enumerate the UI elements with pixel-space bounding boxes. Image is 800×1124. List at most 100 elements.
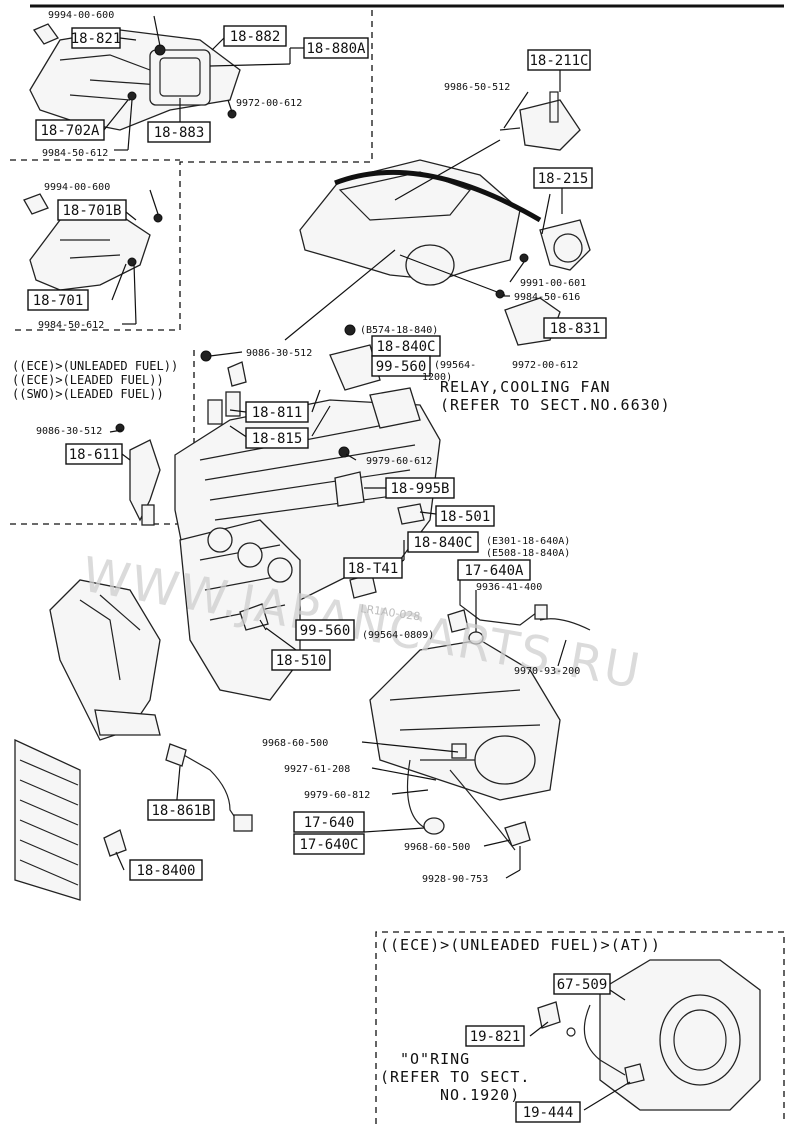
part-label-box[interactable]: 18-840C xyxy=(407,531,479,553)
part-label-box[interactable]: 18-701 xyxy=(27,289,89,311)
part-number: 17-640 xyxy=(304,815,355,831)
exhaust-manifold xyxy=(49,579,161,741)
leader-lines xyxy=(103,15,631,1111)
part-number[interactable]: (99564- xyxy=(434,360,476,371)
part-number[interactable]: (B574-18-840) xyxy=(360,325,438,336)
part-number[interactable]: 9984-50-612 xyxy=(42,148,108,159)
relay-note-line2: (REFER TO SECT.NO.6630) xyxy=(440,396,671,414)
part-label-box[interactable]: 99-560 xyxy=(371,355,431,377)
part-number[interactable]: 9936-41-400 xyxy=(476,582,542,593)
part-label-box[interactable]: 18-883 xyxy=(147,121,211,143)
part-number[interactable]: 9928-90-753 xyxy=(422,874,488,885)
part-number: 18-995B xyxy=(390,481,449,497)
part-number: 18-840C xyxy=(376,339,435,355)
part-label-box[interactable]: 18-882 xyxy=(223,25,287,47)
part-number[interactable]: 9986-50-512 xyxy=(444,82,510,93)
part-number[interactable]: 9984-50-612 xyxy=(38,320,104,331)
part-number: 99-560 xyxy=(300,623,351,639)
part-number[interactable]: 9984-50-616 xyxy=(514,292,580,303)
part-number[interactable]: 9991-00-601 xyxy=(520,278,586,289)
part-number: 18-840C xyxy=(413,535,472,551)
part-number[interactable]: 9979-60-812 xyxy=(304,790,370,801)
part-number: 18-831 xyxy=(550,321,601,337)
part-label-box[interactable]: 19-821 xyxy=(465,1025,525,1047)
part-number[interactable]: 9927-61-208 xyxy=(284,764,350,775)
part-label-box[interactable]: 19-444 xyxy=(515,1101,581,1123)
part-number[interactable]: (99564-0809) xyxy=(362,630,434,641)
condition-line2: ((ECE)>(LEADED FUEL)) xyxy=(12,373,164,387)
part-number: 18-215 xyxy=(538,171,589,187)
part-number: 19-444 xyxy=(523,1105,574,1121)
part-label-box[interactable]: 17-640 xyxy=(293,811,365,833)
oring-note-line3: NO.1920) xyxy=(440,1086,520,1104)
part-label-box[interactable]: 18-T41 xyxy=(343,557,403,579)
part-number: 19-821 xyxy=(470,1029,521,1045)
part-label-box[interactable]: 18-811 xyxy=(245,401,309,423)
part-number[interactable]: 1200) xyxy=(422,372,452,383)
part-label-box[interactable]: 18-501 xyxy=(435,505,495,527)
part-number: 18-861B xyxy=(151,803,210,819)
part-number[interactable]: 9086-30-512 xyxy=(36,426,102,437)
part-label-box[interactable]: 18-821 xyxy=(71,27,122,49)
part-number[interactable]: 9979-60-612 xyxy=(366,456,432,467)
part-number: 99-560 xyxy=(376,359,427,375)
upper-left-assembly-2 xyxy=(23,193,163,291)
plain-label-group: 9994-00-600 9972-00-612 9984-50-612 9986… xyxy=(36,10,586,885)
part-label-box[interactable]: 18-861B xyxy=(147,799,215,821)
part-label-box[interactable]: 18-880A xyxy=(303,37,369,59)
speed-sensor-harness xyxy=(447,580,591,645)
part-label-box[interactable]: 18-215 xyxy=(533,167,593,189)
condition-line3: ((SWO)>(LEADED FUEL)) xyxy=(12,387,164,401)
inset-region-border xyxy=(375,931,785,1124)
part-label-box[interactable]: 17-640C xyxy=(293,833,365,855)
part-label-box[interactable]: 18-831 xyxy=(543,317,607,339)
upper-left-region-border xyxy=(10,10,373,331)
part-label-box[interactable]: 18-211C xyxy=(527,49,591,71)
part-number: 18-8400 xyxy=(136,863,195,879)
oring-note-line2: (REFER TO SECT. xyxy=(380,1068,530,1086)
part-number[interactable]: 9970-93-200 xyxy=(514,666,580,677)
relay-note-line1: RELAY,COOLING FAN xyxy=(440,378,611,396)
part-number: 18-611 xyxy=(69,447,120,463)
part-number[interactable]: 9994-00-600 xyxy=(48,10,114,21)
part-label-box[interactable]: 18-701B xyxy=(57,199,127,221)
part-label-box[interactable]: 18-840C xyxy=(371,335,441,357)
part-number: 18-211C xyxy=(529,53,588,69)
part-label-box[interactable]: 18-611 xyxy=(65,443,123,465)
part-number[interactable]: 9968-60-500 xyxy=(404,842,470,853)
inset-title: ((ECE)>(UNLEADED FUEL)>(AT)) xyxy=(380,936,661,954)
part-label-box[interactable]: 99-560 xyxy=(295,619,355,641)
part-number[interactable]: 9968-60-500 xyxy=(262,738,328,749)
mid-left-region-border xyxy=(10,350,195,525)
part-label-box[interactable]: 17-640A xyxy=(457,559,531,581)
part-number[interactable]: 9994-00-600 xyxy=(44,182,110,193)
part-label-box[interactable]: 18-8400 xyxy=(129,859,203,881)
part-number[interactable]: (E508-18-840A) xyxy=(486,548,570,559)
part-number: 18-701B xyxy=(62,203,121,219)
part-label-box[interactable]: 67-509 xyxy=(553,973,611,995)
part-label-box[interactable]: 18-995B xyxy=(385,477,455,499)
part-number: 18-880A xyxy=(306,41,366,57)
condition-line1: ((ECE)>(UNLEADED FUEL)) xyxy=(12,359,178,373)
part-number: 18-510 xyxy=(276,653,327,669)
part-number: 67-509 xyxy=(557,977,608,993)
part-label-box[interactable]: 18-815 xyxy=(245,427,309,449)
part-number[interactable]: 9972-00-612 xyxy=(236,98,302,109)
part-number: 18-821 xyxy=(71,31,122,47)
part-number: 18-501 xyxy=(440,509,491,525)
car-silhouette xyxy=(299,159,542,286)
part-number: 18-811 xyxy=(252,405,303,421)
part-number: 18-883 xyxy=(154,125,205,141)
part-label-box[interactable]: 18-702A xyxy=(35,119,105,141)
part-number[interactable]: 9086-30-512 xyxy=(246,348,312,359)
part-number: 18-701 xyxy=(33,293,84,309)
part-number[interactable]: (E301-18-640A) xyxy=(486,536,570,547)
part-number: 18-T41 xyxy=(348,561,399,577)
notes-group: RELAY,COOLING FAN (REFER TO SECT.NO.6630… xyxy=(12,359,671,1104)
part-label-box[interactable]: 18-510 xyxy=(271,649,331,671)
oring-note-line1: "O"RING xyxy=(400,1050,470,1068)
part-number: 17-640C xyxy=(299,837,358,853)
part-number[interactable]: 9972-00-612 xyxy=(512,360,578,371)
